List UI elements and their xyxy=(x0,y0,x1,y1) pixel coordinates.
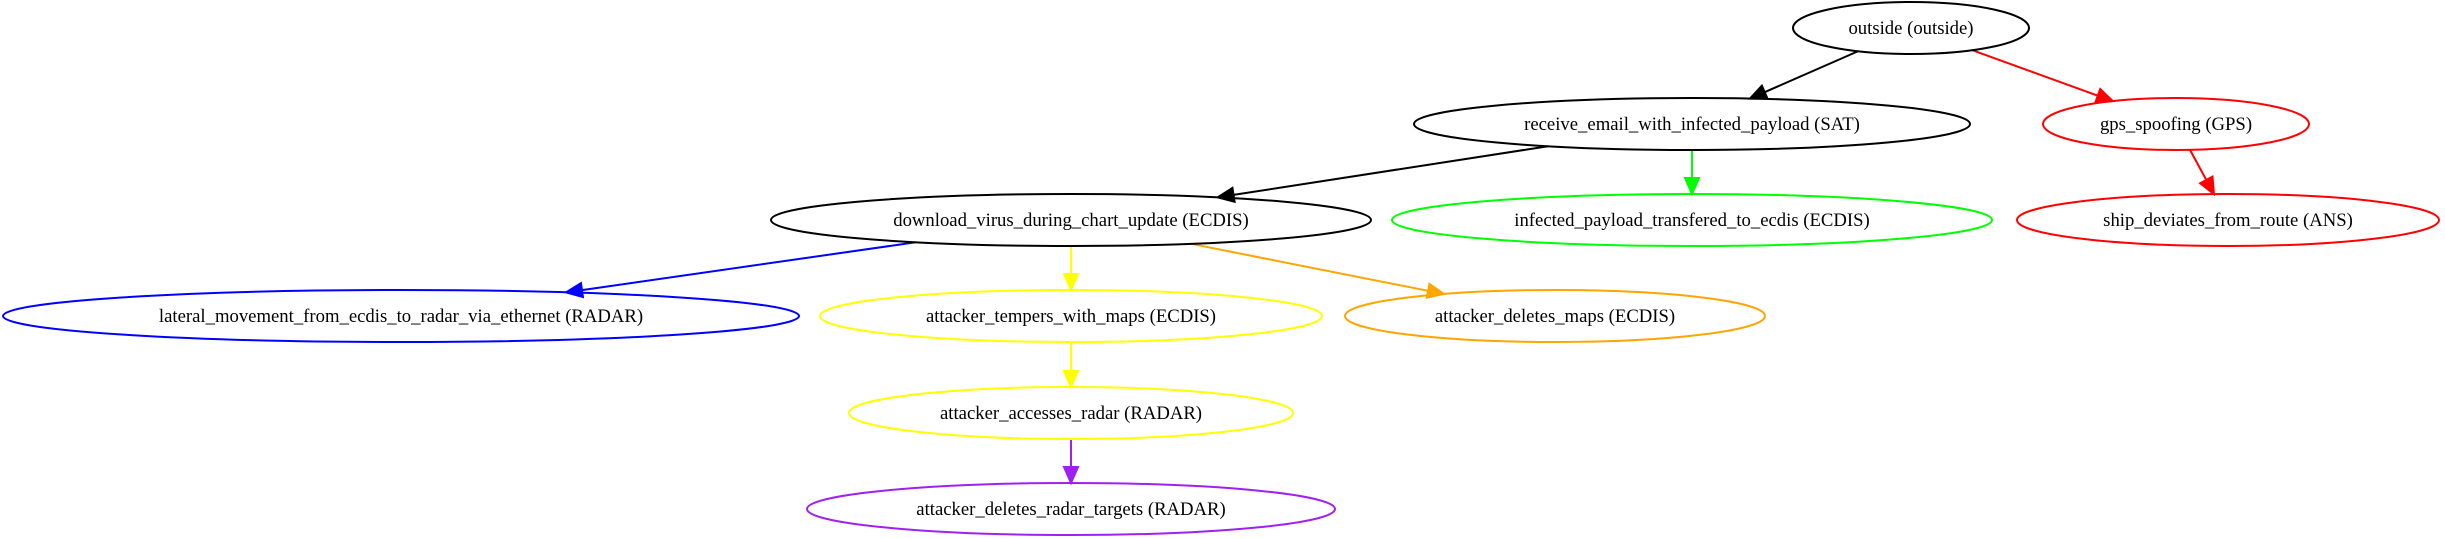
edge-gps_spoofing-to-ship_deviates xyxy=(2189,149,2216,197)
edge-arrowhead xyxy=(1215,186,1236,204)
node-label: gps_spoofing (GPS) xyxy=(2100,114,2252,135)
node-ellipse xyxy=(819,289,1323,343)
node-outside: outside (outside) xyxy=(1792,1,2030,55)
edge-outside-to-receive_email xyxy=(1747,50,1859,100)
edge-arrowhead xyxy=(1062,370,1080,390)
edge-receive_email-to-download_virus xyxy=(1215,145,1549,204)
node-label: infected_payload_transfered_to_ecdis (EC… xyxy=(1514,210,1869,231)
node-accesses_radar: attacker_accesses_radar (RADAR) xyxy=(848,386,1294,440)
node-label: download_virus_during_chart_update (ECDI… xyxy=(893,210,1249,231)
node-label: attacker_tempers_with_maps (ECDIS) xyxy=(926,306,1216,327)
edge-line xyxy=(1764,50,1859,94)
edge-line xyxy=(2189,149,2208,181)
node-ellipse xyxy=(1792,1,2030,55)
edge-line xyxy=(1190,242,1429,292)
edges-layer xyxy=(563,49,2216,486)
node-ellipse xyxy=(1391,193,1993,247)
node-ellipse xyxy=(2,289,800,343)
edge-arrowhead xyxy=(563,281,585,299)
edge-tempers_maps-to-accesses_radar xyxy=(1062,342,1080,390)
node-ellipse xyxy=(1344,289,1766,343)
node-deletes_radar_targets: attacker_deletes_radar_targets (RADAR) xyxy=(806,482,1336,536)
node-ellipse xyxy=(770,193,1372,247)
edge-arrowhead xyxy=(1747,83,1770,100)
edge-outside-to-gps_spoofing xyxy=(1971,49,2116,104)
node-label: attacker_accesses_radar (RADAR) xyxy=(940,403,1202,424)
edge-accesses_radar-to-deletes_radar_targets xyxy=(1062,439,1080,486)
node-deletes_maps: attacker_deletes_maps (ECDIS) xyxy=(1344,289,1766,343)
edge-receive_email-to-infected_payload xyxy=(1683,150,1701,197)
node-label: lateral_movement_from_ecdis_to_radar_via… xyxy=(159,306,643,327)
node-lateral_movement: lateral_movement_from_ecdis_to_radar_via… xyxy=(2,289,800,343)
edge-line xyxy=(1233,145,1549,196)
edge-arrowhead xyxy=(1062,273,1080,293)
node-label: outside (outside) xyxy=(1848,18,1973,39)
node-download_virus: download_virus_during_chart_update (ECDI… xyxy=(770,193,1372,247)
node-infected_payload: infected_payload_transfered_to_ecdis (EC… xyxy=(1391,193,1993,247)
node-label: ship_deviates_from_route (ANS) xyxy=(2103,210,2353,231)
node-ellipse xyxy=(806,482,1336,536)
node-label: attacker_deletes_radar_targets (RADAR) xyxy=(916,499,1225,520)
edge-arrowhead xyxy=(1683,177,1701,197)
edge-download_virus-to-deletes_maps xyxy=(1190,242,1447,300)
edge-download_virus-to-lateral_movement xyxy=(563,241,916,299)
edge-arrowhead xyxy=(2093,87,2116,104)
edge-arrowhead xyxy=(1062,466,1080,486)
edge-arrowhead xyxy=(2198,175,2216,197)
node-gps_spoofing: gps_spoofing (GPS) xyxy=(2042,97,2310,151)
node-ship_deviates: ship_deviates_from_route (ANS) xyxy=(2016,193,2440,247)
edge-download_virus-to-tempers_maps xyxy=(1062,246,1080,293)
edge-line xyxy=(581,241,916,292)
edge-line xyxy=(1971,49,2099,97)
node-ellipse xyxy=(848,386,1294,440)
node-ellipse xyxy=(1413,97,1971,151)
node-label: attacker_deletes_maps (ECDIS) xyxy=(1435,306,1675,327)
node-ellipse xyxy=(2042,97,2310,151)
node-tempers_maps: attacker_tempers_with_maps (ECDIS) xyxy=(819,289,1323,343)
node-ellipse xyxy=(2016,193,2440,247)
node-receive_email: receive_email_with_infected_payload (SAT… xyxy=(1413,97,1971,151)
node-label: receive_email_with_infected_payload (SAT… xyxy=(1524,114,1860,135)
